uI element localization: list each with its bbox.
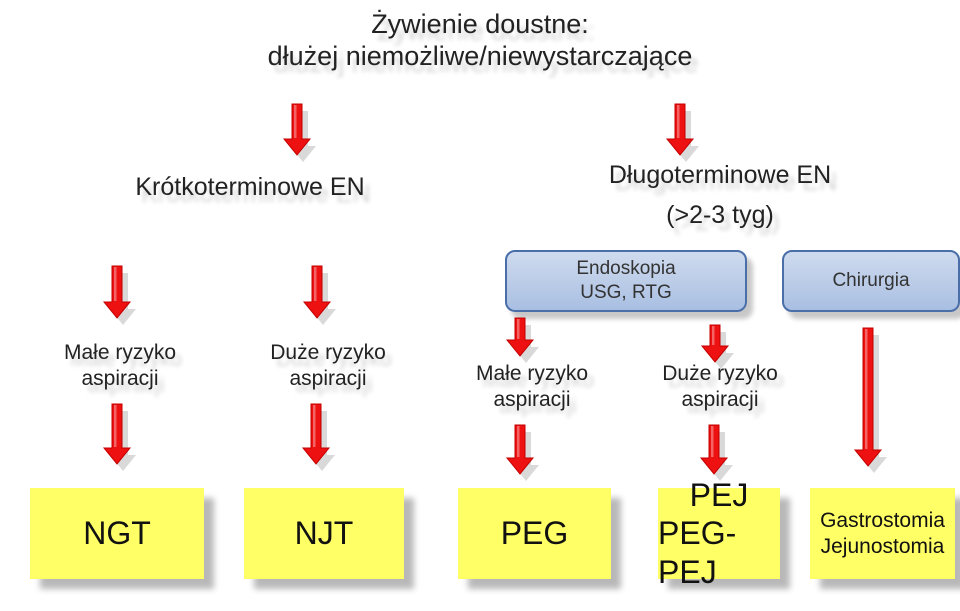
gastrostomy-label: Gastrostomia — [820, 509, 945, 533]
arrow-down-icon — [102, 403, 136, 471]
endoscopy-imaging-label: USG, RTG — [580, 282, 672, 303]
arrow-down-icon — [853, 327, 887, 473]
arrow-down-icon — [699, 424, 733, 481]
endoscopy-box: Endoskopia USG, RTG — [505, 250, 747, 312]
arrow-down-icon — [665, 103, 699, 162]
surgery-label: Chirurgia — [832, 270, 910, 292]
arrow-down-icon — [700, 324, 734, 369]
arrow-down-icon — [302, 265, 336, 325]
ngt-box: NGT — [30, 488, 204, 579]
peg-box: PEG — [458, 488, 611, 579]
arrow-down-icon — [282, 103, 316, 162]
long-term-en-duration: (>2-3 tyg) — [666, 201, 774, 229]
arrow-down-icon — [505, 317, 539, 363]
jejunostomy-label: Jejunostomia — [820, 534, 945, 558]
njt-box: NJT — [244, 488, 404, 579]
pej-label: PEJ — [689, 476, 749, 513]
arrow-down-icon — [505, 424, 539, 481]
arrow-down-icon — [102, 265, 136, 325]
diagram-title-line1: Żywienie doustne: — [371, 9, 589, 39]
endoscopy-label: Endoskopia — [576, 258, 676, 280]
surgical-stoma-box: Gastrostomia Jejunostomia — [810, 488, 955, 579]
peg-pej-label: PEG-PEJ — [658, 515, 737, 590]
short-term-en-label: Krótkoterminowe EN — [135, 173, 365, 201]
ngt-label: NGT — [83, 515, 151, 552]
long-term-en-label: Długoterminowe EN — [608, 161, 832, 189]
njt-label: NJT — [294, 515, 354, 552]
pej-box: PEJ PEG-PEJ — [658, 477, 780, 590]
surgery-box: Chirurgia — [782, 250, 960, 312]
diagram-title-line2: dłużej niemożliwe/niewystarczające — [267, 41, 693, 71]
peg-label: PEG — [500, 515, 569, 552]
arrow-down-icon — [301, 403, 335, 471]
